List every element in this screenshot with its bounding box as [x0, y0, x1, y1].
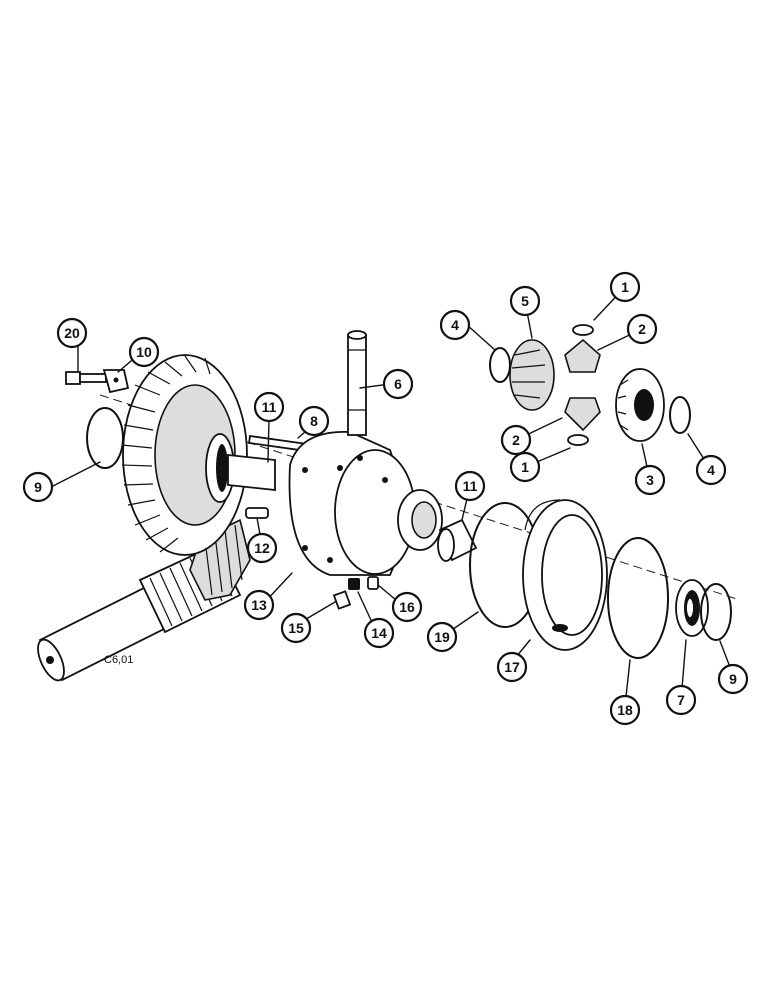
thrust-washer-right	[669, 396, 691, 434]
callout-15: 15	[280, 612, 312, 644]
svg-text:11: 11	[463, 478, 478, 494]
svg-text:3: 3	[646, 472, 654, 488]
svg-text:2: 2	[512, 432, 520, 448]
callout-1-bottom: 1	[509, 451, 541, 483]
svg-text:9: 9	[34, 479, 42, 495]
set-screw	[332, 590, 352, 610]
callout-1-top: 1	[609, 271, 641, 303]
svg-text:6: 6	[394, 376, 402, 392]
callout-10: 10	[128, 336, 160, 368]
side-gear-right	[615, 368, 665, 442]
side-gear	[509, 339, 555, 411]
bolt	[65, 371, 107, 385]
svg-text:9: 9	[729, 671, 737, 687]
callout-8: 8	[298, 405, 330, 437]
callout-17: 17	[496, 651, 528, 683]
shim-ring	[607, 537, 669, 659]
differential-case	[288, 431, 443, 576]
callout-2-top: 2	[626, 313, 658, 345]
svg-text:12: 12	[254, 540, 270, 556]
svg-text:2: 2	[638, 321, 646, 337]
svg-text:15: 15	[288, 620, 304, 636]
callout-9-left: 9	[22, 471, 54, 503]
bearing-housing	[522, 499, 608, 651]
crown-wheel	[121, 354, 276, 556]
callout-11-left: 11	[253, 391, 285, 423]
svg-text:13: 13	[251, 597, 267, 613]
svg-text:10: 10	[136, 344, 152, 360]
svg-text:17: 17	[504, 659, 520, 675]
svg-text:18: 18	[617, 702, 633, 718]
svg-text:14: 14	[371, 625, 387, 641]
callout-4-left: 4	[439, 309, 471, 341]
callout-2-bottom: 2	[500, 424, 532, 456]
callout-14: 14	[363, 617, 395, 649]
callout-20: 20	[56, 317, 88, 349]
svg-text:19: 19	[434, 629, 450, 645]
callout-11-right: 11	[454, 470, 486, 502]
svg-text:20: 20	[64, 325, 80, 341]
callout-16: 16	[391, 591, 423, 623]
snap-ring-left	[86, 407, 124, 469]
pin-12	[245, 507, 269, 519]
cross-shaft	[347, 330, 367, 436]
planet-gear-top	[564, 324, 601, 373]
planet-gear-bottom	[564, 397, 601, 446]
callout-18: 18	[609, 694, 641, 726]
svg-text:8: 8	[310, 413, 318, 429]
svg-text:4: 4	[707, 462, 715, 478]
figure-reference: C6,01	[104, 654, 133, 666]
callout-19: 19	[426, 621, 458, 653]
snap-ring-right	[700, 583, 732, 641]
svg-text:1: 1	[521, 459, 529, 475]
callout-4-right: 4	[695, 454, 727, 486]
svg-text:7: 7	[677, 692, 685, 708]
svg-text:11: 11	[262, 399, 277, 415]
svg-text:1: 1	[621, 279, 629, 295]
callout-9-right: 9	[717, 663, 749, 695]
callout-13: 13	[243, 589, 275, 621]
callout-7: 7	[665, 684, 697, 716]
svg-text:16: 16	[399, 599, 415, 615]
lock-washer	[348, 578, 360, 590]
svg-text:5: 5	[521, 293, 529, 309]
callout-3: 3	[634, 464, 666, 496]
callout-6: 6	[382, 368, 414, 400]
bearing	[675, 579, 709, 637]
callout-12: 12	[246, 532, 278, 564]
thrust-washer-left	[489, 347, 511, 383]
roll-pin	[367, 576, 379, 590]
callout-5: 5	[509, 285, 541, 317]
svg-text:4: 4	[451, 317, 459, 333]
bushing-right	[437, 518, 478, 562]
